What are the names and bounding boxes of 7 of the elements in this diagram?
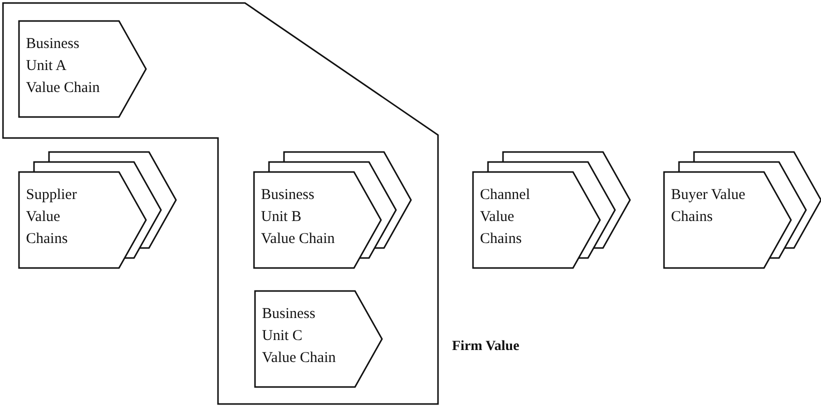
chevron-label: Buyer Value Chains <box>671 186 746 227</box>
group-label: Firm Value <box>452 339 520 355</box>
chevron-label: Business Unit A Value Chain <box>26 35 101 98</box>
chevron-label: Business Unit C Value Chain <box>262 305 337 368</box>
chevron-label: Business Unit B Value Chain <box>261 186 336 249</box>
chevron-label: Channel Value Chains <box>480 186 531 249</box>
chevron-label: Supplier Value Chains <box>26 186 78 249</box>
